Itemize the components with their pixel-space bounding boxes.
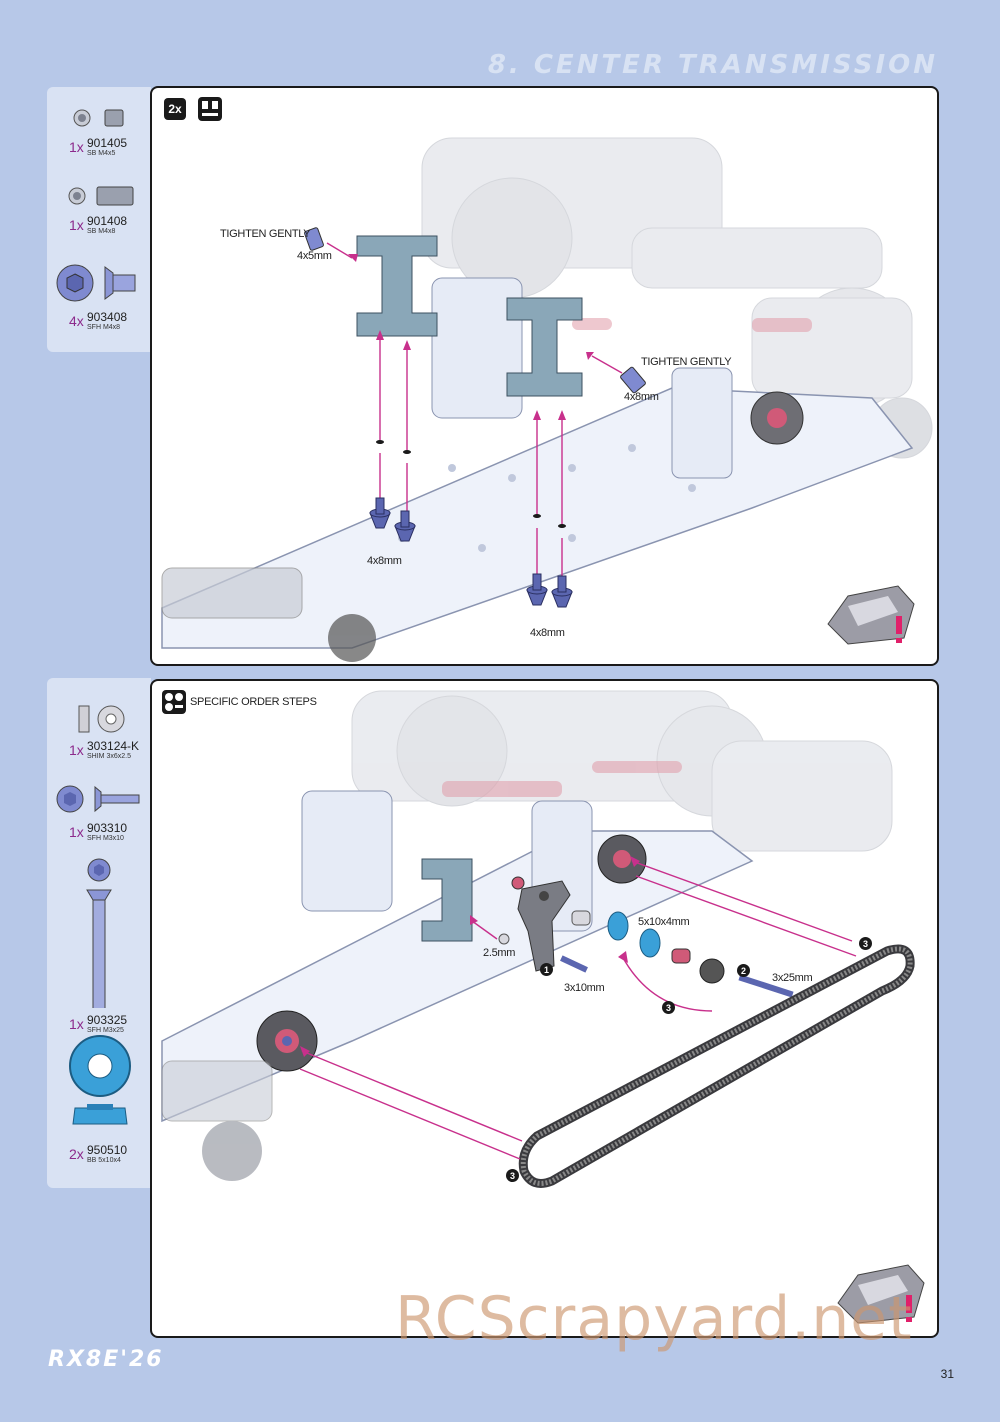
- belt-illustration: [161, 690, 925, 1324]
- order-step-2: 2: [737, 964, 750, 977]
- part-code: 903325: [87, 1013, 128, 1027]
- model-logo: RX8E'26: [48, 1347, 164, 1372]
- part-desc: SB M4x5: [87, 150, 116, 157]
- size-label-4x5: 4x5mm: [297, 250, 332, 262]
- size-label-4x8-front: 4x8mm: [367, 555, 402, 567]
- tighten-gently-left-label: TIGHTEN GENTLY: [220, 228, 311, 240]
- size-label-4x8-rear: 4x8mm: [530, 627, 565, 639]
- tighten-gently-right-label: TIGHTEN GENTLY: [641, 356, 732, 368]
- part-code: 903310: [87, 821, 128, 835]
- step-box-2: SPECIFIC ORDER STEPS: [150, 679, 939, 1338]
- part-qty: 1x: [69, 139, 84, 155]
- part-code: 901408: [87, 214, 128, 228]
- order-step-3-front: 3: [506, 1169, 519, 1182]
- order-step-3-rear: 3: [859, 937, 872, 950]
- parts-panel-step1: 1x 901405 SB M4x5 1x 901408 SB M4x8 4x 9…: [47, 87, 151, 352]
- shim-icon: [78, 705, 125, 733]
- part-qty: 1x: [69, 824, 84, 840]
- flat-head-screw-icon: [56, 785, 140, 813]
- size-label-5x10x4: 5x10x4mm: [638, 916, 690, 928]
- parts-panel-step2: 1x 303124-K SHIM 3x6x2.5 1x 903310 SFH M…: [47, 678, 151, 1188]
- part-desc: SB M4x8: [87, 228, 116, 235]
- part-qty: 4x: [69, 313, 84, 329]
- section-title: 8. CENTER TRANSMISSION: [487, 50, 938, 80]
- part-desc: BB 5x10x4: [87, 1157, 121, 1164]
- size-label-2-5: 2.5mm: [483, 947, 516, 959]
- grub-screw-icon: [68, 186, 134, 206]
- part-qty: 1x: [69, 742, 84, 758]
- order-step-3-tensioner: 3: [662, 1001, 675, 1014]
- part-code: 303124-K: [87, 739, 140, 753]
- specific-order-label: SPECIFIC ORDER STEPS: [190, 696, 317, 708]
- watermark: RCScrapyard.net: [395, 1284, 913, 1354]
- washer-icon: [73, 109, 124, 127]
- order-step-1: 1: [540, 963, 553, 976]
- part-qty: 2x: [69, 1146, 84, 1162]
- specific-order-icon: [162, 690, 186, 714]
- part-desc: SFH M3x25: [87, 1027, 124, 1034]
- size-label-3x25: 3x25mm: [772, 972, 813, 984]
- long-screw-icon: [86, 858, 112, 1008]
- page-number: 31: [940, 1367, 954, 1381]
- size-label-4x8-right: 4x8mm: [624, 391, 659, 403]
- chassis-illustration: [161, 137, 933, 662]
- part-qty: 1x: [69, 217, 84, 233]
- part-desc: SHIM 3x6x2.5: [87, 753, 131, 760]
- left-right-same-icon: [198, 97, 222, 121]
- part-code: 903408: [87, 310, 128, 324]
- count-badge: 2x: [164, 98, 186, 120]
- part-code: 901405: [87, 136, 128, 150]
- part-code: 950510: [87, 1143, 128, 1157]
- bearing-icon: [69, 1035, 131, 1125]
- part-desc: SFH M3x10: [87, 835, 124, 842]
- flat-head-screw-icon: [56, 264, 136, 302]
- step-box-1: 2x: [150, 86, 939, 666]
- part-desc: SFH M4x8: [87, 324, 121, 331]
- part-qty: 1x: [69, 1016, 84, 1032]
- size-label-3x10: 3x10mm: [564, 982, 605, 994]
